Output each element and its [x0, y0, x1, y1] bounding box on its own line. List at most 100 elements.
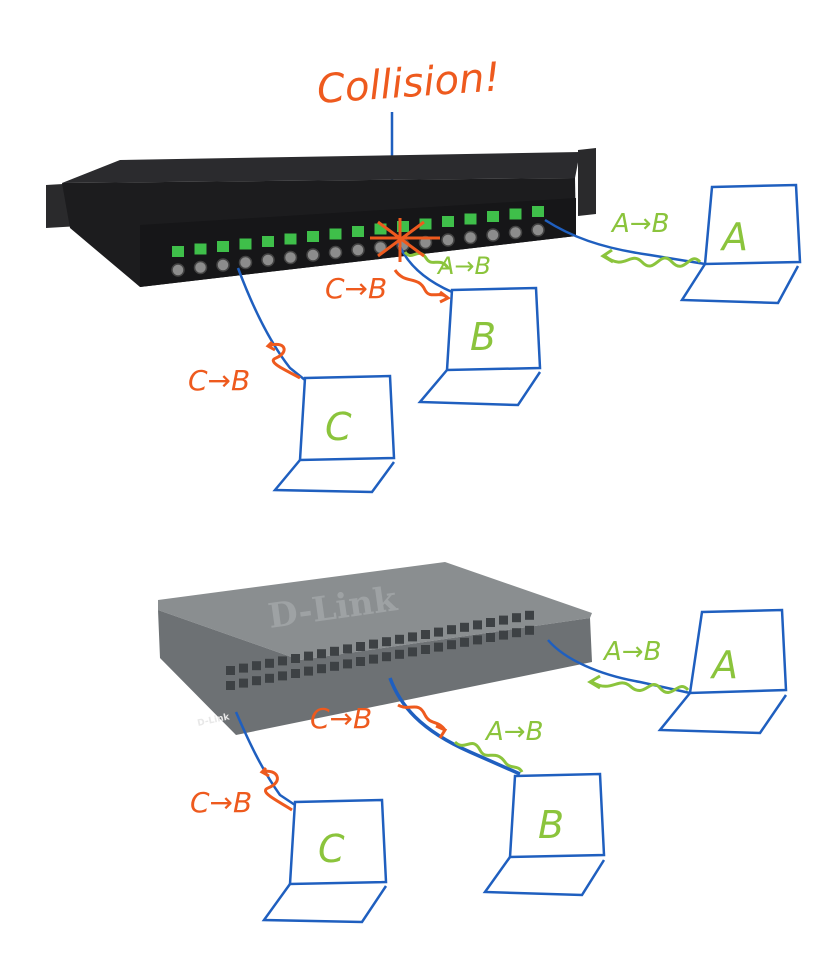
cable-b-bottom — [388, 677, 521, 776]
switch-ethernet-port — [499, 615, 508, 625]
switch-ethernet-port — [317, 649, 326, 659]
computer-c-bottom: C — [261, 798, 388, 924]
switch-ethernet-port — [421, 645, 430, 654]
switch-ethernet-port — [486, 633, 495, 642]
switch-ethernet-port — [395, 649, 404, 659]
switch-ethernet-port — [408, 647, 417, 657]
computer-c-top: C — [272, 374, 396, 494]
hub-bnc-port — [306, 248, 320, 262]
switch-ethernet-port — [460, 637, 469, 647]
switch-ethernet-port — [304, 651, 313, 661]
switch-ethernet-port — [278, 671, 287, 681]
hub-terminal-block — [329, 228, 342, 240]
switch-ethernet-port — [265, 673, 274, 683]
switch-ethernet-port — [226, 681, 235, 690]
switch-ethernet-port — [317, 664, 326, 674]
switch-ethernet-port — [330, 661, 339, 671]
switch-ethernet-port — [382, 637, 391, 647]
hub-bnc-port — [351, 243, 365, 257]
hub-terminal-block — [419, 218, 432, 230]
msg-c-to-b-near-c-top: C→B — [188, 364, 250, 397]
switch-ethernet-port — [343, 644, 352, 654]
cable-c-bottom — [234, 711, 296, 807]
switch-scene: D-Link D-Link A A→B B A→B C→B C — [158, 562, 788, 924]
switch-ethernet-port — [512, 628, 521, 638]
computer-b-label: B — [538, 803, 564, 847]
hub-bnc-port — [216, 258, 230, 272]
switch-ethernet-port — [486, 618, 495, 627]
computer-b-top: B — [417, 286, 542, 407]
cable-a-top — [544, 218, 706, 266]
hub-bnc-port — [193, 260, 208, 275]
msg-a-to-b-near-a-bottom: A→B — [602, 637, 661, 667]
hub-bnc-port — [283, 250, 298, 265]
hub-terminal-block — [532, 206, 544, 217]
hub-bnc-port — [328, 245, 343, 260]
computer-c-label: C — [318, 827, 345, 871]
signal-a-to-b-toward-b-bottom — [453, 740, 524, 773]
switch-device: D-Link D-Link — [158, 562, 592, 735]
hub-terminal-block — [464, 213, 477, 225]
switch-ethernet-port — [304, 666, 313, 676]
cable-a-bottom — [547, 639, 691, 695]
hub-bnc-port — [238, 255, 253, 270]
hub-scene: Collision! A A→B B — [46, 54, 802, 494]
switch-ethernet-port — [382, 652, 391, 662]
hub-device — [46, 148, 596, 287]
hub-terminal-block — [374, 223, 387, 235]
collision-burst — [370, 218, 440, 262]
switch-ethernet-port — [330, 646, 339, 656]
computer-a-label: A — [719, 215, 748, 259]
switch-ethernet-port — [291, 669, 300, 678]
computer-b-bottom: B — [482, 772, 606, 897]
hub-terminal-block — [509, 208, 522, 220]
hub-bnc-port — [441, 233, 455, 247]
signal-c-to-b-toward-b-bottom — [397, 703, 448, 739]
switch-ethernet-port — [473, 635, 482, 645]
computer-a-top: A — [679, 183, 802, 305]
hub-terminal-block — [239, 238, 252, 250]
computer-a-label: A — [709, 643, 738, 687]
switch-ethernet-port — [473, 620, 482, 630]
switch-ethernet-port — [447, 640, 456, 650]
switch-ethernet-port — [356, 642, 365, 651]
signal-a-to-b-toward-b-top — [403, 250, 450, 269]
hub-terminal-block — [352, 226, 364, 237]
switch-ethernet-port — [525, 625, 534, 635]
switch-ethernet-port — [421, 630, 430, 639]
hub-bnc-port — [531, 223, 545, 237]
signal-c-to-b-toward-b-top — [393, 269, 451, 304]
hub-bnc-port — [261, 253, 275, 267]
switch-ethernet-port — [460, 622, 469, 632]
msg-c-to-b-near-switch-bottom: C→B — [310, 702, 372, 735]
hub-terminal-block — [262, 236, 274, 247]
collision-label: Collision! — [315, 54, 501, 113]
switch-ethernet-port — [291, 654, 300, 663]
switch-ethernet-port — [226, 666, 235, 675]
hub-terminal-block — [217, 241, 229, 252]
msg-a-to-b-near-b-top: A→B — [436, 252, 491, 280]
signal-c-to-b-top — [265, 340, 301, 380]
msg-a-to-b-near-a-top: A→B — [610, 209, 669, 239]
switch-ethernet-port — [434, 627, 443, 637]
hub-bnc-port — [508, 225, 523, 240]
hub-terminal-block — [487, 211, 499, 222]
msg-c-to-b-near-c-bottom: C→B — [190, 786, 252, 819]
hub-terminal-block — [397, 221, 409, 232]
cable-c-top — [236, 267, 306, 381]
switch-ethernet-port — [434, 642, 443, 652]
hub-bnc-port — [463, 230, 478, 245]
switch-ethernet-port — [447, 625, 456, 635]
switch-ethernet-port — [369, 654, 378, 664]
signal-a-to-b-bottom — [587, 674, 690, 694]
switch-ethernet-port — [512, 613, 521, 623]
msg-a-to-b-near-b-bottom: A→B — [484, 717, 543, 747]
signal-c-to-b-bottom — [259, 766, 293, 812]
hub-terminal-block — [284, 233, 297, 245]
switch-ethernet-port — [252, 676, 261, 686]
switch-ethernet-port — [369, 639, 378, 649]
msg-c-to-b-near-hub-top: C→B — [325, 272, 387, 305]
hub-terminal-block — [194, 243, 207, 255]
hub-bnc-port — [486, 228, 500, 242]
